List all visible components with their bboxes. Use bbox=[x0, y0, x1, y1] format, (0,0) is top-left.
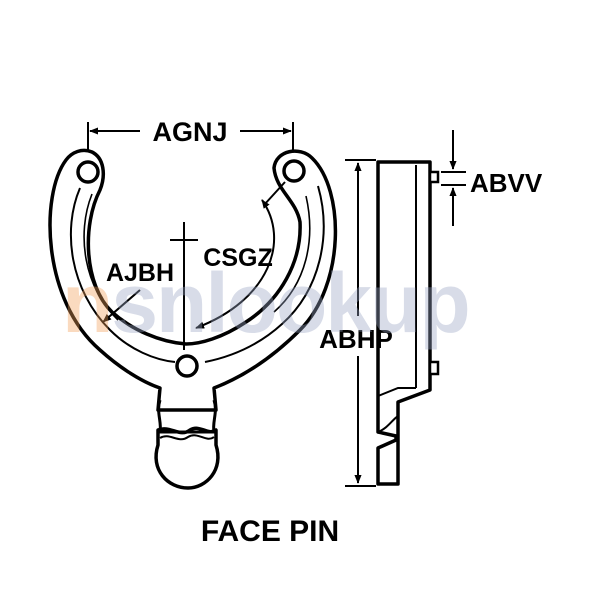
side-pin-top bbox=[428, 170, 440, 184]
nsnlookup-watermark: nsnlookup bbox=[62, 256, 471, 350]
dimension-abhp: ABHP bbox=[319, 159, 393, 487]
spanner-groove-right bbox=[204, 185, 325, 363]
abhp-label: ABHP bbox=[319, 324, 393, 354]
handle-neck bbox=[157, 399, 217, 434]
spanner-groove-left-2 bbox=[83, 193, 119, 321]
center-pin bbox=[175, 354, 199, 378]
diagram-caption: FACE PIN bbox=[201, 515, 339, 548]
spanner-groove-left bbox=[69, 187, 176, 363]
ajbh-label: AJBH bbox=[106, 259, 174, 287]
spanner-groove-right-2 bbox=[273, 195, 311, 313]
watermark-accent: n bbox=[62, 256, 111, 350]
svg-text:nsnlookup: nsnlookup bbox=[62, 256, 469, 350]
spanner-outer-contour bbox=[48, 148, 338, 412]
side-pin-bottom bbox=[428, 360, 440, 376]
handle-knob bbox=[154, 426, 220, 490]
handle-knurl bbox=[159, 434, 215, 441]
watermark-text: snlookup bbox=[111, 256, 468, 350]
right-pin bbox=[282, 159, 306, 183]
agnj-label: AGNJ bbox=[152, 117, 227, 147]
spanner-side-view bbox=[376, 160, 440, 486]
dimension-agnj: AGNJ bbox=[87, 117, 294, 150]
abvv-label: ABVV bbox=[470, 168, 543, 198]
dimension-csgz: CSGZ bbox=[170, 181, 286, 350]
csgz-label: CSGZ bbox=[203, 244, 272, 272]
spanner-front-view bbox=[48, 148, 338, 490]
left-pin bbox=[76, 160, 100, 184]
dimension-ajbh: AJBH bbox=[102, 259, 174, 323]
dimension-abvv: ABVV bbox=[441, 130, 543, 226]
